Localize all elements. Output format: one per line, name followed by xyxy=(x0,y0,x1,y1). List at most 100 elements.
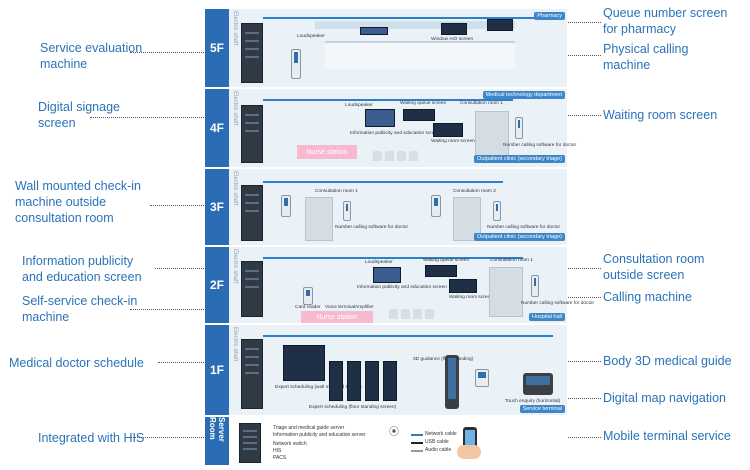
information-publicity-screen xyxy=(373,267,401,283)
waiting-room-screen xyxy=(449,279,477,293)
window-aio-screen xyxy=(441,23,467,35)
consultation-room xyxy=(475,111,509,159)
consultation-room-label: Consultation room 1 xyxy=(460,101,503,106)
floor-label: 5F xyxy=(205,9,229,87)
info-publicity-label: Information publicity and education scre… xyxy=(357,285,447,290)
ceiling xyxy=(315,21,515,29)
body-3d-medical-guide xyxy=(445,355,459,409)
window-aio-label: Window AIO screen xyxy=(431,37,474,42)
loudspeaker-label: Loudspeaker xyxy=(297,34,325,39)
floor-network-switch-rack xyxy=(241,23,263,83)
floor-1f: 1F Electric shaft Expert scheduling (wal… xyxy=(204,324,568,416)
touch-enquiry-label: Touch enquiry (horizontal) xyxy=(505,399,561,404)
consultation-room xyxy=(489,267,523,317)
consultation-room-door xyxy=(305,197,333,241)
callout-mobile-terminal: Mobile terminal service xyxy=(603,429,731,443)
calling-machine xyxy=(531,275,539,297)
waiting-chairs xyxy=(389,309,434,319)
touch-enquiry-horizontal xyxy=(523,373,553,395)
floor-2f: 2F Electric shaft Loudspeaker Waiting qu… xyxy=(204,246,594,324)
nurse-station: Nurse station xyxy=(301,311,373,323)
zone-tag: Pharmacy xyxy=(534,12,565,20)
loudspeaker-label: Loudspeaker xyxy=(345,103,373,108)
legend-usb-cable-swatch xyxy=(411,442,423,444)
electric-shaft-label: Electric shaft xyxy=(232,249,238,284)
nurse-station: Nurse station xyxy=(297,145,357,159)
floor-network-switch-rack xyxy=(241,185,263,241)
network-cable xyxy=(263,257,523,259)
loudspeaker-label: Loudspeaker xyxy=(365,260,393,265)
electric-shaft-label: Electric shaft xyxy=(232,91,238,126)
floor-label: 3F xyxy=(205,169,229,245)
zone-tag: Service terminal xyxy=(519,405,565,413)
callout-calling-machine: Calling machine xyxy=(603,290,692,304)
callout-consultation-outside: Consultation room outside screen xyxy=(603,252,705,282)
service-evaluation-machine xyxy=(291,49,301,79)
callout-integrated-his: Integrated with HIS xyxy=(38,431,145,445)
calling-machine xyxy=(515,117,523,139)
waiting-room-label: Waiting room screen xyxy=(431,139,475,144)
doctor-calling-label: Number calling software for doctor xyxy=(503,143,577,148)
pharmacy-counter xyxy=(325,41,515,69)
server-room: Server Room Triage and medical guide ser… xyxy=(204,416,568,466)
callout-service-evaluation-machine: Service evaluation machine xyxy=(40,41,143,71)
leader-line xyxy=(540,268,601,269)
voice-terminal-label: Voice terminal xyxy=(325,305,356,310)
leader-line xyxy=(540,361,601,362)
doctor-calling-label: Number calling software for doctor xyxy=(487,225,561,230)
server-item: Information publicity and education serv… xyxy=(273,432,366,438)
server-item: HIS xyxy=(273,448,282,454)
floor-label: 2F xyxy=(205,247,229,323)
waiting-queue-label: Waiting queue screen xyxy=(423,258,470,263)
calling-machine xyxy=(493,201,501,221)
waiting-room-label: Waiting room screen xyxy=(449,295,493,300)
legend-item: Network cable xyxy=(425,431,457,437)
waiting-queue-screen xyxy=(403,109,435,121)
calling-machine xyxy=(343,201,351,221)
info-publicity-label: Information publicity and education scre… xyxy=(350,131,440,136)
waiting-queue-label: Waiting queue screen xyxy=(400,101,447,106)
zone-tag: Outpatient clinic (secondary triage) xyxy=(474,233,565,241)
led-queue-screen xyxy=(360,27,388,35)
waiting-room-screen xyxy=(433,123,463,137)
floor-label: 1F xyxy=(205,325,229,415)
expert-floor-label: Expert scheduling (floor standing screen… xyxy=(309,405,397,410)
zone-tag: Outpatient clinic (secondary triage) xyxy=(474,155,565,163)
digital-signage-screen xyxy=(365,109,395,127)
doctor-calling-label: Number calling software for doctor xyxy=(521,301,595,306)
leader-line xyxy=(560,398,601,399)
callout-queue-pharmacy: Queue number screen for pharmacy xyxy=(603,6,728,36)
wall-mounted-checkin-machine xyxy=(281,195,291,217)
zone-tag: Hospital hall xyxy=(529,313,565,321)
doctor-calling-label: Number calling software for doctor xyxy=(335,225,409,230)
wifi-icon: ⦿ xyxy=(389,427,399,438)
leader-line xyxy=(535,297,601,298)
floor-5f: 5F Electric shaft Loudspeaker Window AIO… xyxy=(204,8,568,88)
server-room-label: Server Room xyxy=(205,417,229,465)
amplifier-label: Amplifier xyxy=(355,305,374,310)
network-cable xyxy=(263,99,513,101)
expert-scheduling-wall-screen xyxy=(283,345,325,381)
network-cable xyxy=(263,181,503,183)
floor-label: 4F xyxy=(205,89,229,167)
server-item: Network switch xyxy=(273,441,307,447)
callout-digital-map: Digital map navigation xyxy=(603,391,726,405)
expert-scheduling-floor-screen xyxy=(329,361,343,401)
callout-physical-calling: Physical calling machine xyxy=(603,42,689,72)
hand-icon xyxy=(457,445,481,459)
floor-network-switch-rack xyxy=(241,339,263,409)
callout-self-service-checkin: Self-service check-in machine xyxy=(22,294,138,324)
expert-scheduling-floor-screen xyxy=(365,361,379,401)
waiting-queue-screen xyxy=(425,265,457,277)
callout-doctor-schedule: Medical doctor schedule xyxy=(9,356,144,370)
card-reader-label: Card reader xyxy=(295,305,321,310)
callout-body-3d: Body 3D medical guide xyxy=(603,354,732,368)
electric-shaft-label: Electric shaft xyxy=(232,171,238,206)
callout-waiting-room: Waiting room screen xyxy=(603,108,718,122)
legend-audio-cable-swatch xyxy=(411,450,423,452)
legend-network-cable-swatch xyxy=(411,434,423,436)
callout-digital-signage-screen: Digital signage screen xyxy=(38,100,120,130)
consultation-room-label: Consultation room 1 xyxy=(490,258,533,263)
legend-item: USB cable xyxy=(425,439,449,445)
consultation-room-label: Consultation room 2 xyxy=(453,189,496,194)
